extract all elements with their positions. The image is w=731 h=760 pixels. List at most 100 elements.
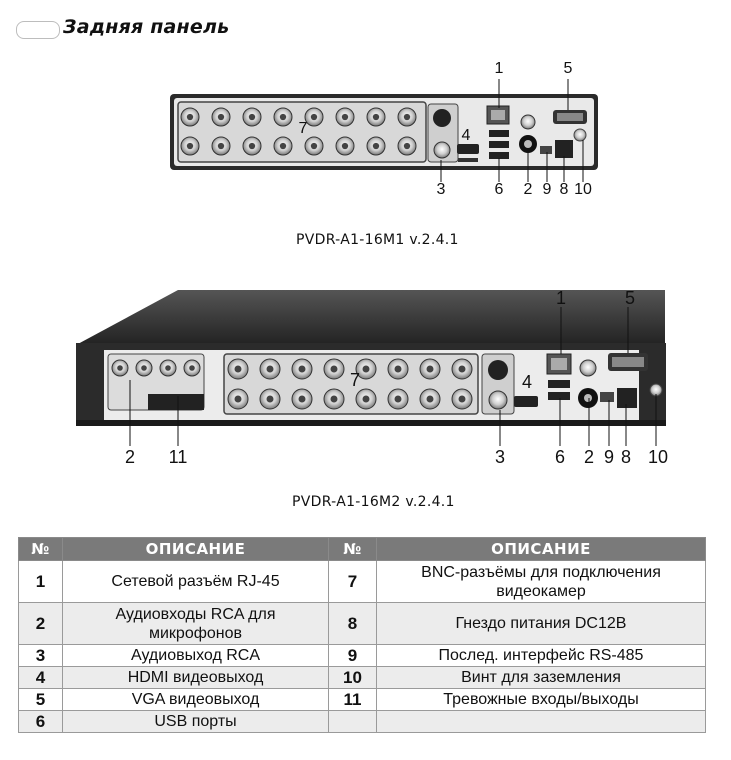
item-description: USB порты <box>62 710 329 733</box>
column-header-number: № <box>18 537 63 561</box>
bnc-connector-pin <box>217 113 225 121</box>
device-2-audio-in-group <box>111 359 201 377</box>
item-description: Аудиовыход RCA <box>62 644 329 667</box>
bnc-connector-pin <box>117 365 123 371</box>
item-description: VGA видеовыход <box>62 688 329 711</box>
device-1-rear-panel <box>170 79 598 182</box>
callout-7: 7 <box>349 370 361 390</box>
device-1-bnc-group <box>180 107 417 156</box>
device-2-rear-panel <box>76 290 666 446</box>
bnc-connector-pin <box>362 395 370 403</box>
callout-7: 7 <box>298 120 308 137</box>
item-number: 2 <box>18 602 63 645</box>
bnc-connector-pin <box>266 365 274 373</box>
bnc-connector-pin <box>362 365 370 373</box>
column-header-number: № <box>328 537 377 561</box>
bnc-connector-pin <box>266 395 274 403</box>
column-header-description: ОПИСАНИЕ <box>376 537 706 561</box>
callout-3: 3 <box>494 447 506 467</box>
callout-2: 2 <box>583 447 595 467</box>
bnc-connector-pin <box>248 142 256 150</box>
item-description: Послед. интерфейс RS-485 <box>376 644 706 667</box>
callout-5: 5 <box>563 60 573 77</box>
bnc-connector-pin <box>341 113 349 121</box>
callout-6: 6 <box>494 181 504 198</box>
table-header-row: № ОПИСАНИЕ № ОПИСАНИЕ <box>18 537 706 561</box>
bnc-connector-pin <box>279 142 287 150</box>
item-number: 1 <box>18 560 63 603</box>
item-number: 5 <box>18 688 63 711</box>
item-number: 6 <box>18 710 63 733</box>
item-description: Аудиовходы RCA для микрофонов <box>62 602 329 645</box>
table-row: 1 Сетевой разъём RJ-45 7 BNC-разъёмы для… <box>18 560 706 603</box>
bnc-connector-pin <box>403 113 411 121</box>
item-number: 4 <box>18 666 63 689</box>
item-number: 10 <box>328 666 377 689</box>
table-row: 3 Аудиовыход RCA 9 Послед. интерфейс RS-… <box>18 644 706 667</box>
bnc-connector-pin <box>372 142 380 150</box>
bnc-connector-pin <box>165 365 171 371</box>
bnc-connector-pin <box>186 113 194 121</box>
bnc-connector-pin <box>234 365 242 373</box>
device-2-bnc-group <box>227 358 473 410</box>
item-number: 3 <box>18 644 63 667</box>
callout-11: 11 <box>168 447 188 467</box>
bnc-connector-pin <box>403 142 411 150</box>
item-description: HDMI видеовыход <box>62 666 329 689</box>
item-description: Сетевой разъём RJ-45 <box>62 560 329 603</box>
bnc-connector-pin <box>279 113 287 121</box>
bnc-connector-pin <box>298 395 306 403</box>
bnc-connector-pin <box>234 395 242 403</box>
column-header-description: ОПИСАНИЕ <box>62 537 329 561</box>
item-description: Тревожные входы/выходы <box>376 688 706 711</box>
item-number: 8 <box>328 602 377 645</box>
item-number: 9 <box>328 644 377 667</box>
bnc-connector-pin <box>458 365 466 373</box>
bnc-connector-pin <box>330 365 338 373</box>
callout-5: 5 <box>624 288 636 308</box>
bnc-connector-pin <box>189 365 195 371</box>
model-caption-2: PVDR-A1-16M2 v.2.4.1 <box>292 494 455 510</box>
callout-2: 2 <box>523 181 533 198</box>
header-pill <box>16 21 60 39</box>
model-caption-1: PVDR-A1-16M1 v.2.4.1 <box>296 232 459 248</box>
callout-1: 1 <box>494 60 504 77</box>
bnc-connector-pin <box>298 365 306 373</box>
callout-4: 4 <box>521 372 533 392</box>
item-number: 11 <box>328 688 377 711</box>
callout-10: 10 <box>574 181 592 198</box>
bnc-connector-pin <box>458 395 466 403</box>
bnc-connector-pin <box>394 395 402 403</box>
callout-9: 9 <box>542 181 552 198</box>
callout-3: 3 <box>436 181 446 198</box>
bnc-connector-pin <box>186 142 194 150</box>
item-description: Гнездо питания DC12В <box>376 602 706 645</box>
callout-8: 8 <box>620 447 632 467</box>
callout-4: 4 <box>461 127 471 144</box>
section-title: Задняя панель <box>63 16 230 38</box>
callout-6: 6 <box>554 447 566 467</box>
bnc-connector-pin <box>217 142 225 150</box>
callout-8: 8 <box>559 181 569 198</box>
item-number <box>328 710 377 733</box>
item-description: BNC-разъёмы для подключения видеокамер <box>376 560 706 603</box>
item-description: Винт для заземления <box>376 666 706 689</box>
callout-2: 2 <box>124 447 136 467</box>
item-number: 7 <box>328 560 377 603</box>
bnc-connector-pin <box>248 113 256 121</box>
bnc-connector-pin <box>310 142 318 150</box>
table-row: 6 USB порты <box>18 710 706 733</box>
callout-9: 9 <box>603 447 615 467</box>
item-description <box>376 710 706 733</box>
callout-10: 10 <box>647 447 669 467</box>
bnc-connector-pin <box>372 113 380 121</box>
bnc-connector-pin <box>310 113 318 121</box>
bnc-connector-pin <box>341 142 349 150</box>
table-row: 5 VGA видеовыход 11 Тревожные входы/выхо… <box>18 688 706 711</box>
bnc-connector-pin <box>426 365 434 373</box>
description-table: № ОПИСАНИЕ № ОПИСАНИЕ 1 Сетевой разъём R… <box>18 537 706 733</box>
bnc-connector-pin <box>141 365 147 371</box>
table-row: 2 Аудиовходы RCA для микрофонов 8 Гнездо… <box>18 602 706 645</box>
bnc-connector-pin <box>330 395 338 403</box>
table-row: 4 HDMI видеовыход 10 Винт для заземления <box>18 666 706 689</box>
